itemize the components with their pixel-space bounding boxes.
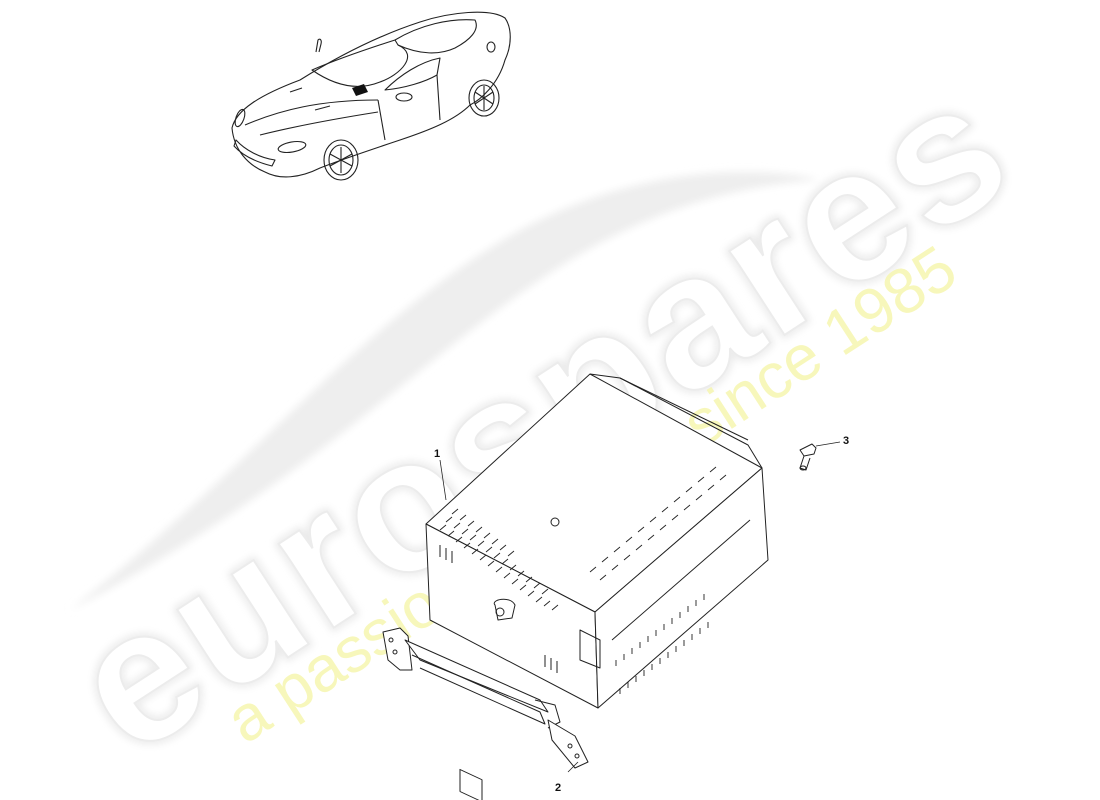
leader-line-2 (567, 761, 579, 773)
part-3-bolt[interactable] (799, 443, 817, 471)
leader-line-1 (439, 459, 447, 501)
callout-3[interactable]: 3 (843, 435, 850, 447)
radio-location-highlight (352, 84, 368, 96)
leader-line-3 (815, 441, 841, 447)
watermark-swoosh (70, 171, 820, 610)
callout-2[interactable]: 2 (555, 782, 562, 794)
callout-1[interactable]: 1 (434, 448, 441, 460)
part-1-radio-unit[interactable] (425, 373, 769, 800)
part-2-bracket[interactable] (382, 627, 589, 769)
